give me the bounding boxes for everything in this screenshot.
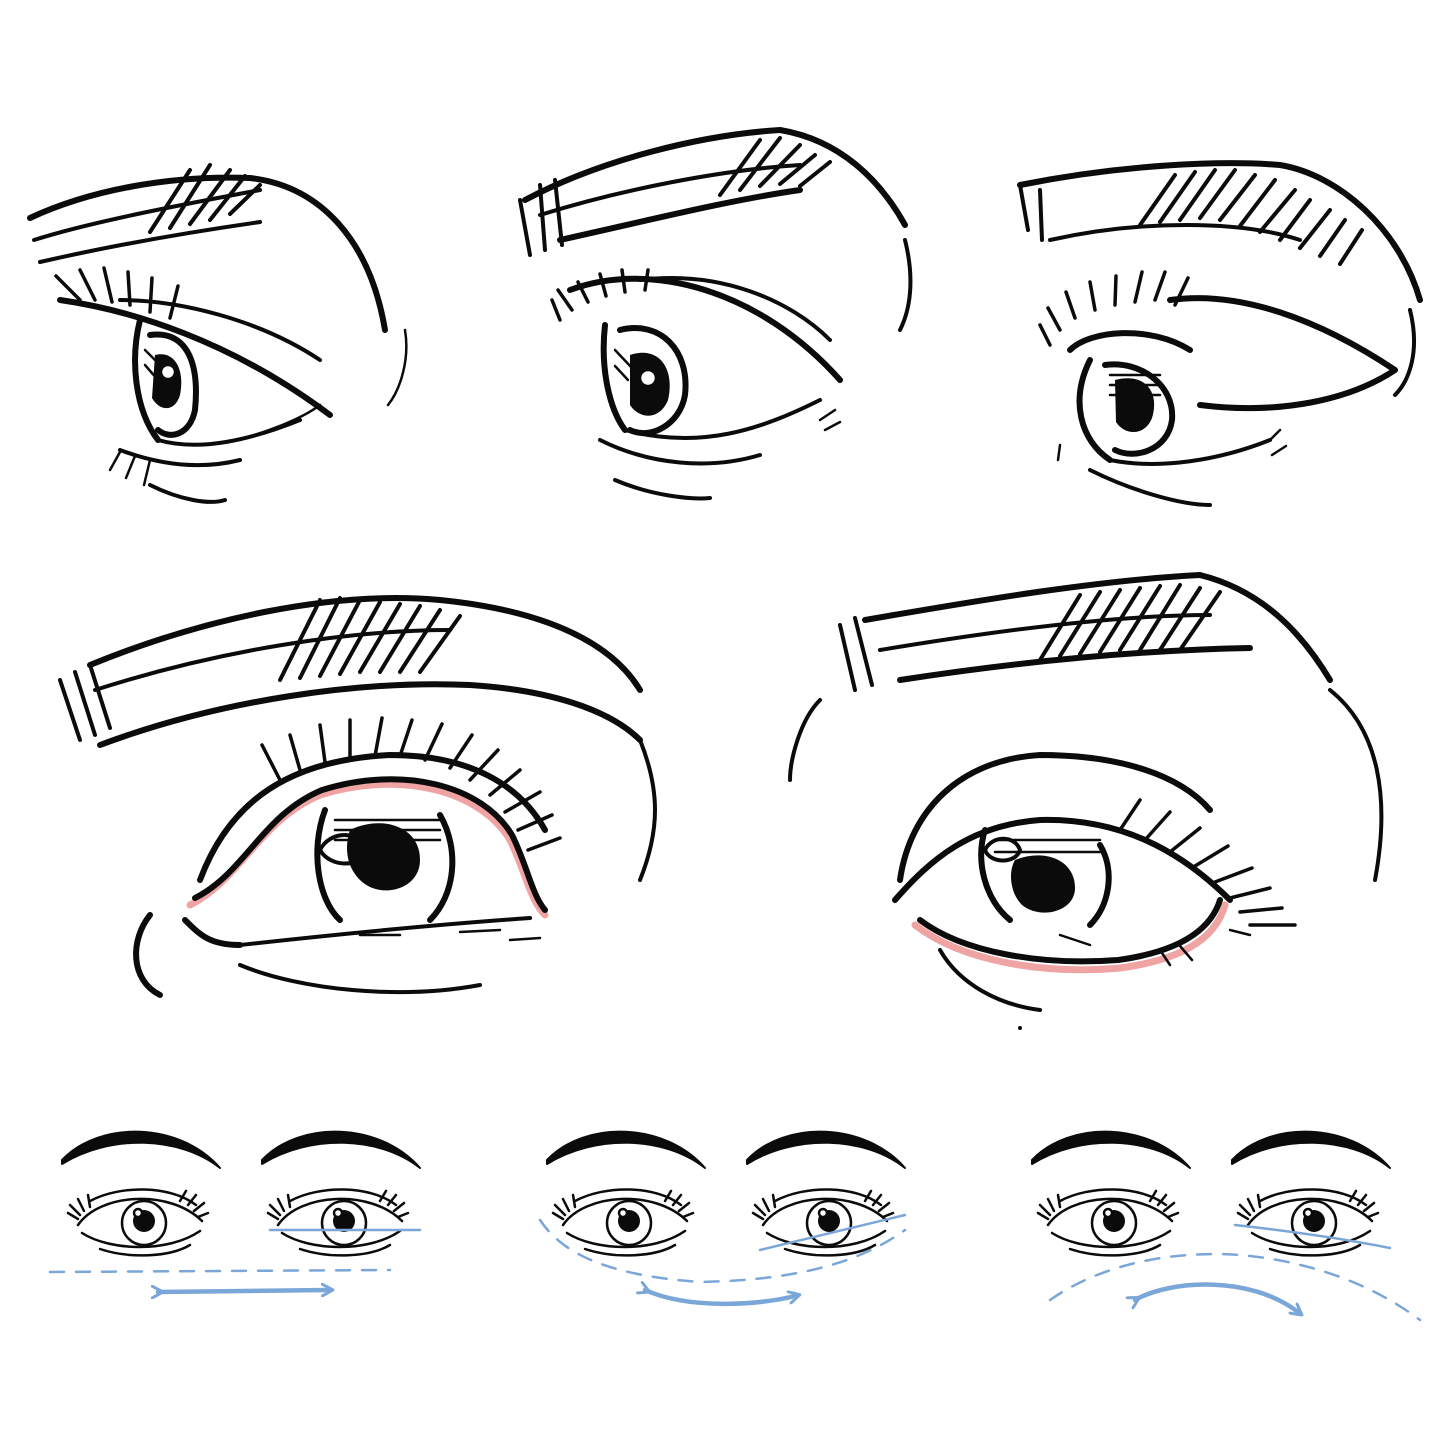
left-brow xyxy=(1031,1130,1191,1169)
large-eye-lower-highlight-sketch xyxy=(788,572,1384,1030)
lower-lid-highlight xyxy=(911,901,1229,974)
hooded-eye-sketch xyxy=(1017,160,1423,507)
right-eye xyxy=(1236,1188,1380,1257)
three-quarter-eye-sketch xyxy=(518,127,913,501)
left-brow xyxy=(61,1130,221,1169)
profile-eye-sketch xyxy=(27,163,408,504)
left-eye xyxy=(1036,1188,1180,1257)
downward-tilt-guide-line xyxy=(1048,1252,1422,1322)
right-brow xyxy=(746,1130,906,1169)
left-eye xyxy=(66,1188,210,1257)
eye-pair-level-diagram xyxy=(48,1130,422,1292)
eye-pair-upward-tilt-diagram xyxy=(538,1130,907,1307)
right-brow xyxy=(261,1130,421,1169)
level-double-arrow xyxy=(158,1290,328,1292)
upward-tilt-double-arrow xyxy=(645,1290,795,1307)
eye-pair-downward-tilt-diagram xyxy=(1031,1130,1422,1322)
downward-tilt-double-arrow xyxy=(1135,1282,1298,1312)
level-guide-line xyxy=(48,1268,392,1274)
upward-tilt-guide-line xyxy=(538,1218,907,1284)
large-eye-upper-highlight-sketch xyxy=(58,595,657,998)
right-eye xyxy=(266,1188,410,1257)
right-brow xyxy=(1231,1130,1391,1169)
left-brow xyxy=(546,1130,706,1169)
left-eye xyxy=(551,1188,695,1257)
